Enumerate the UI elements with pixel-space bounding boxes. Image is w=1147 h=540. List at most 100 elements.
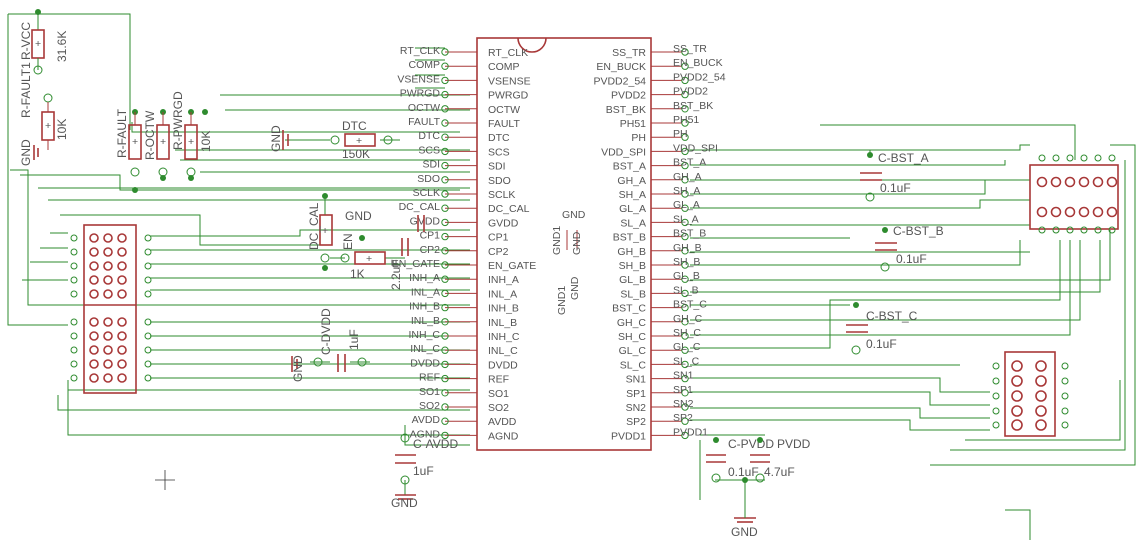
header-j1-pin[interactable] [103,345,113,355]
capacitor-pvdd[interactable]: PVDD 4.7uF GND [731,437,811,539]
header-j3-pin[interactable] [1011,390,1023,402]
ic-right-pin-terminal[interactable] [681,275,689,283]
ic-left-pin-terminal[interactable] [441,90,449,99]
capacitor-c-avdd[interactable]: C-AVDD 1uF GND [391,433,458,510]
ic-right-pin-terminal[interactable] [681,204,689,212]
ic-right-pin-terminal[interactable] [681,417,689,425]
ic-left-pin-terminal[interactable] [441,119,449,127]
ic-right-pin-terminal[interactable] [681,133,689,141]
header-j1-pin[interactable] [117,373,127,383]
ic-left-pin-terminal[interactable] [441,417,449,425]
header-j1-pin[interactable] [103,275,113,285]
header-j2-pin[interactable] [1036,176,1048,188]
resistor-r-octw[interactable]: + R-OCTW [143,109,170,160]
driver-ic[interactable] [476,37,652,451]
ic-right-pin-terminal[interactable] [681,389,689,397]
ic-right-pin-terminal[interactable] [681,48,689,56]
header-j3-pin[interactable] [1035,390,1047,402]
resistor-r-pwrgd[interactable]: + R-PWRGD 10K [130,91,213,193]
header-j1-pin[interactable] [117,233,127,243]
ic-right-pin-terminal[interactable] [681,190,689,198]
ic-right-pin-terminal[interactable] [681,90,689,99]
ic-left-pin-terminal[interactable] [441,204,449,212]
ic-left-pin-terminal[interactable] [441,147,449,156]
ic-left-pin-terminal[interactable] [441,190,449,198]
ic-left-pin-terminal[interactable] [441,332,449,340]
ic-right-pin-terminal[interactable] [681,161,689,170]
header-j1-pin[interactable] [89,247,99,257]
ic-left-pin-terminal[interactable] [441,275,449,283]
header-j3-pin[interactable] [1035,419,1047,431]
header-j1-pin[interactable] [117,317,127,327]
ic-left-pin-terminal[interactable] [441,105,449,113]
ic-right-pin-terminal[interactable] [681,318,689,326]
header-j3-pin[interactable] [1011,419,1023,431]
header-j1-pin[interactable] [89,233,99,243]
ic-left-pin-terminal[interactable] [441,289,449,298]
ic-right-pin-terminal[interactable] [681,176,689,184]
ic-right-pin-terminal[interactable] [681,303,689,312]
header-j1-pin[interactable] [89,317,99,327]
header-j1-pin[interactable] [89,331,99,341]
header-j2[interactable] [1029,154,1119,234]
header-j2-pin[interactable] [1106,176,1118,188]
header-j2-pin[interactable] [1036,206,1048,218]
header-j1-pin[interactable] [117,275,127,285]
ic-left-pin-terminal[interactable] [441,303,449,312]
ic-left-pin-terminal[interactable] [441,403,449,411]
header-j3-pin[interactable] [1035,360,1047,372]
ic-left-pin-terminal[interactable] [441,133,449,141]
ic-right-pin-terminal[interactable] [681,119,689,127]
header-j1-pin[interactable] [103,247,113,257]
ic-left-pin-terminal[interactable] [441,318,449,326]
ic-right-pin-terminal[interactable] [681,218,689,227]
header-j1-pin[interactable] [117,359,127,369]
header-j1-pin[interactable] [103,317,113,327]
ic-right-pin-terminal[interactable] [681,403,689,411]
header-j1-pin[interactable] [103,233,113,243]
ic-left-pin-terminal[interactable] [441,176,449,184]
header-j2-pin[interactable] [1078,206,1090,218]
ic-right-pin-terminal[interactable] [681,261,689,269]
capacitor-c-bst-a[interactable]: C-BST_A 0.1uF [860,151,929,202]
ic-left-pin-terminal[interactable] [441,232,449,241]
resistor-r-fault1[interactable]: + R-FAULT1 10K GND [19,62,69,166]
header-j1-pin[interactable] [89,359,99,369]
ic-left-pin-terminal[interactable] [441,261,449,269]
ic-right-pin-terminal[interactable] [681,431,689,440]
ic-right-pin-terminal[interactable] [681,332,689,340]
header-j3-pin[interactable] [1011,405,1023,417]
ic-right-pin-terminal[interactable] [681,232,689,241]
ic-left-pin-terminal[interactable] [441,76,449,85]
ic-left-pin-terminal[interactable] [441,247,449,255]
header-j3-pin[interactable] [1035,375,1047,387]
header-j1-pin[interactable] [117,261,127,271]
ic-right-pin-terminal[interactable] [681,289,689,298]
ic-left-pin-terminal[interactable] [441,218,449,227]
ic-left-pin-terminal[interactable] [441,360,449,369]
capacitor-c-dvdd[interactable]: GND C-DVDD 1uF [291,308,367,382]
ic-left-pin-terminal[interactable] [441,389,449,397]
ic-right-pin-terminal[interactable] [681,247,689,255]
header-j1-pin[interactable] [89,373,99,383]
ic-right-pin-terminal[interactable] [681,76,689,85]
header-j3-pin[interactable] [1011,375,1023,387]
header-j2-pin[interactable] [1092,176,1104,188]
ic-left-pin-terminal[interactable] [441,431,449,440]
header-j2-pin[interactable] [1064,206,1076,218]
header-j2-pin[interactable] [1050,176,1062,188]
ic-left-pin-terminal[interactable] [441,161,449,170]
ic-right-pin-terminal[interactable] [681,62,689,70]
header-j1-pin[interactable] [117,247,127,257]
header-j1[interactable] [70,224,152,394]
resistor-dtc[interactable]: GND + DTC 150K [269,119,393,161]
header-j1-pin[interactable] [89,289,99,299]
ic-right-pin-terminal[interactable] [681,374,689,383]
header-j1-pin[interactable] [117,289,127,299]
header-j1-pin[interactable] [103,289,113,299]
resistor-r-fault[interactable]: + R-FAULT [115,108,142,160]
header-j2-pin[interactable] [1106,206,1118,218]
header-j2-pin[interactable] [1078,176,1090,188]
header-j1-pin[interactable] [89,275,99,285]
header-j1-pin[interactable] [89,345,99,355]
